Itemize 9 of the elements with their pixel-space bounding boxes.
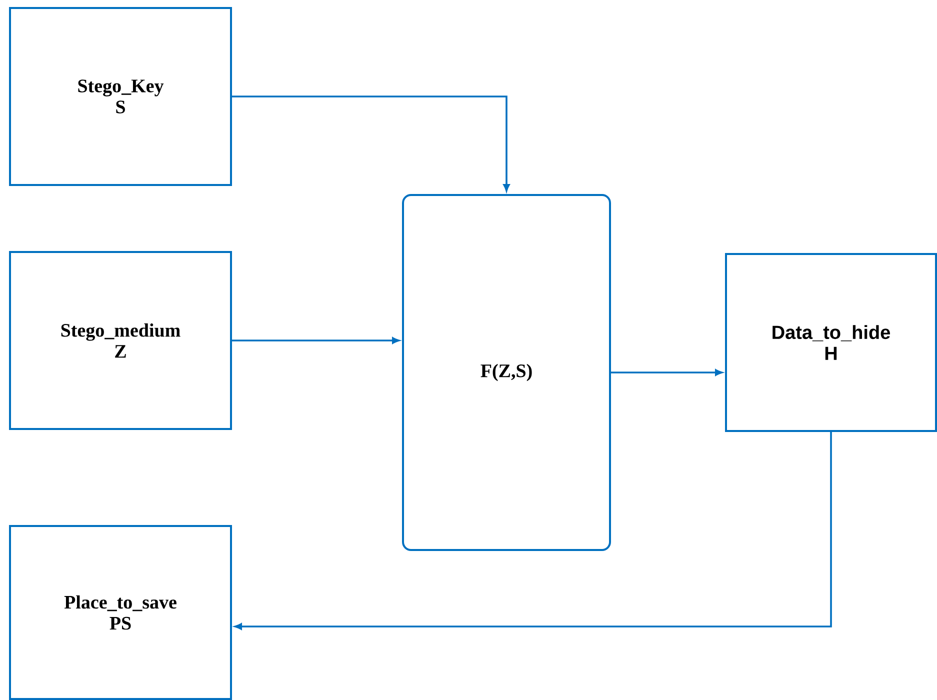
process-box: Stego_medium Z (9, 251, 232, 430)
process-box: Data_to_hide H (725, 253, 937, 432)
arrow (611, 369, 722, 376)
process-box: Place_to_save PS (9, 525, 232, 700)
arrow (232, 96, 510, 192)
arrow (234, 432, 832, 630)
arrow (232, 337, 400, 344)
rounded-box: F(Z,S) (402, 194, 611, 551)
process-box: Stego_Key S (9, 7, 232, 186)
